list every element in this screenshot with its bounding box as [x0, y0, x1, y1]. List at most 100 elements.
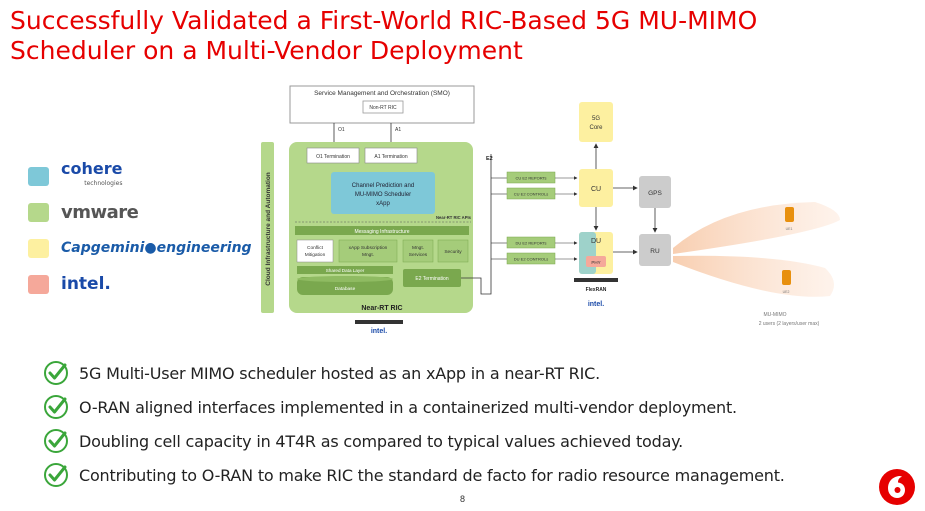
cu-e2-controls-box	[506, 187, 556, 200]
smartphone-icon	[782, 270, 791, 285]
conflict-mitigation-box	[296, 239, 334, 263]
xapp-label-line3: xApp	[376, 201, 390, 207]
ue2-label: UE2	[783, 290, 790, 294]
ue1-label: UE1	[786, 227, 793, 231]
cu-box	[579, 169, 613, 207]
bullet-text: Doubling cell capacity in 4T4R as compar…	[79, 431, 684, 451]
flexran-server-icon	[574, 278, 618, 282]
du-e2-reports-label: DU E2 REPORTs	[515, 241, 546, 246]
legend-item-vmware: vmware	[28, 194, 238, 230]
cu-e2-controls-label: CU E2 CONTROLs	[514, 192, 548, 197]
bullet-text: 5G Multi-User MIMO scheduler hosted as a…	[79, 363, 600, 383]
a1-termination-label: A1 Termination	[374, 154, 407, 160]
o1-label: O1	[338, 127, 345, 133]
xapp-label-line2: MU-MIMO Scheduler	[355, 192, 411, 198]
slide-title-line2: Scheduler on a Multi-Vendor Deployment	[10, 36, 523, 65]
xapp-subscription-box	[338, 239, 398, 263]
legend-item-cohere: cohere technologies	[28, 158, 238, 194]
intel-logo: intel.	[61, 274, 111, 294]
bullet-text: O-RAN aligned interfaces implemented in …	[79, 397, 737, 417]
ru-label: RU	[650, 248, 660, 255]
checkmark-icon	[44, 429, 68, 453]
phy-box	[586, 256, 606, 267]
gps-box	[639, 176, 671, 208]
server-icon	[355, 320, 403, 324]
xapp-box	[331, 172, 435, 214]
conflict-label-2: Mitigation	[305, 252, 326, 258]
shared-data-layer-label: Shared Data Layer	[326, 268, 365, 273]
du-label: DU	[591, 238, 601, 245]
bullet-list: 5G Multi-User MIMO scheduler hosted as a…	[43, 356, 893, 492]
legend-item-capgemini: Capgemini●engineering	[28, 230, 252, 266]
intel-server-label-du: intel.	[588, 301, 604, 308]
messaging-infrastructure-bar	[295, 226, 469, 235]
smartphone-icon	[785, 207, 794, 222]
swatch-capgemini	[28, 238, 49, 258]
messaging-label: Messaging Infrastructure	[354, 229, 409, 235]
5g-core-box	[579, 102, 613, 142]
database-top	[297, 276, 393, 282]
o1-termination-label: O1 Termination	[316, 154, 350, 160]
a1-termination-box	[364, 147, 418, 164]
swatch-intel	[28, 274, 49, 294]
security-label: Security	[444, 249, 462, 255]
mngt-label-1: Mngt.	[412, 245, 424, 251]
cu-e2-reports-label: CU E2 REPORTs	[515, 176, 546, 181]
page-number: 8	[460, 494, 466, 504]
mngt-services-box	[402, 239, 434, 263]
e2-label: E2	[486, 156, 493, 162]
slide-title: Successfully Validated a First-World RIC…	[10, 6, 890, 66]
smo-title: Service Management and Orchestration (SM…	[314, 90, 450, 97]
cohere-logo: cohere technologies	[61, 158, 123, 187]
beam-upper	[673, 202, 840, 254]
cu-e2-reports-box	[506, 171, 556, 184]
slide-title-line1: Successfully Validated a First-World RIC…	[10, 6, 758, 35]
bullet-item: Contributing to O-RAN to make RIC the st…	[43, 458, 893, 492]
du-e2-controls-label: DU E2 CONTROLs	[514, 257, 548, 262]
non-rt-ric-box	[362, 100, 404, 114]
near-rt-ric-apis-label: Near-RT RIC APIs	[436, 215, 472, 220]
conflict-label-1: Conflict	[307, 245, 324, 251]
bullet-item: O-RAN aligned interfaces implemented in …	[43, 390, 893, 424]
o1-termination-box	[306, 147, 360, 164]
intel-server-label-ric: intel.	[371, 328, 387, 334]
xapp-label-line1: Channel Prediction and	[352, 183, 414, 189]
du-e2-controls-box	[506, 252, 556, 265]
xapp-sub-label-2: Mngt.	[362, 252, 374, 258]
mu-mimo-sublabel: 2 users (2 layers/user max)	[759, 321, 820, 327]
non-rt-ric-label: Non-RT RIC	[369, 105, 397, 111]
checkmark-icon	[44, 395, 68, 419]
architecture-diagram: Service Management and Orchestration (SM…	[255, 84, 855, 339]
e2-bus-line	[461, 154, 492, 295]
swatch-vmware	[28, 202, 49, 222]
gps-label: GPS	[648, 190, 662, 197]
capgemini-logo: Capgemini●engineering	[61, 240, 252, 256]
phy-label: PHY	[591, 260, 600, 265]
core-label-1: 5G	[592, 116, 600, 122]
shared-data-layer-bar	[297, 266, 393, 274]
near-rt-ric-label: Near-RT RIC	[361, 305, 402, 312]
swatch-cohere	[28, 166, 49, 186]
bullet-text: Contributing to O-RAN to make RIC the st…	[79, 465, 785, 485]
legend-item-intel: intel.	[28, 266, 238, 302]
vodafone-logo-icon	[879, 469, 915, 505]
vendor-legend: cohere technologies vmware Capgemini●eng…	[28, 158, 252, 302]
bullet-item: Doubling cell capacity in 4T4R as compar…	[43, 424, 893, 458]
a1-label: A1	[395, 127, 401, 133]
xapp-sub-label-1: xApp Subscription	[349, 245, 388, 251]
checkmark-icon	[44, 463, 68, 487]
vmware-logo: vmware	[61, 201, 139, 223]
cloud-label: Cloud Infrastructure and Automation	[265, 172, 272, 286]
ru-box	[639, 234, 671, 266]
database-label: Database	[335, 286, 356, 292]
cloud-infrastructure-bar	[261, 142, 274, 313]
security-box	[437, 239, 469, 263]
flexran-label: FlexRAN	[586, 287, 607, 293]
mu-mimo-label: MU-MIMO	[763, 312, 786, 318]
bullet-item: 5G Multi-User MIMO scheduler hosted as a…	[43, 356, 893, 390]
core-label-2: Core	[589, 125, 603, 131]
e2-termination-label: E2 Termination	[415, 276, 448, 282]
beam-lower	[673, 255, 834, 297]
checkmark-icon	[44, 361, 68, 385]
mngt-label-2: Services	[409, 252, 428, 258]
